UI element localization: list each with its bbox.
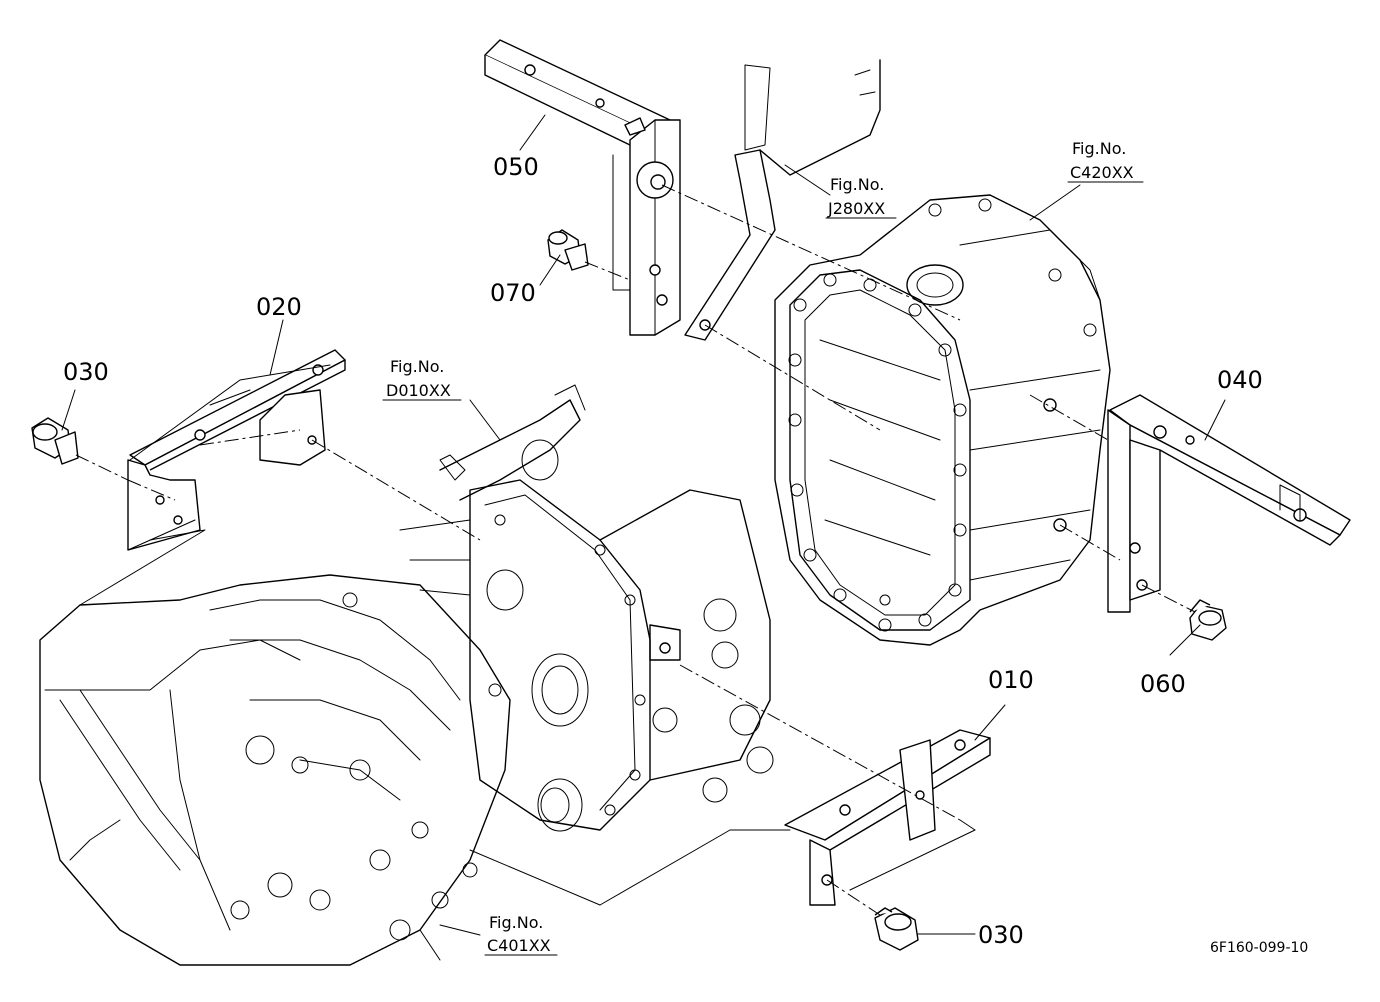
figref-c420-code: C420XX	[1070, 163, 1134, 182]
callout-020: 020	[256, 293, 302, 321]
callout-030-left: 030	[63, 358, 109, 386]
bracket-020	[127, 349, 346, 551]
callout-060: 060	[1140, 670, 1186, 698]
callout-040: 040	[1217, 366, 1263, 394]
transmission-case-front	[39, 574, 511, 966]
figref-j280-code: J280XX	[827, 199, 885, 218]
bracket-040	[1107, 394, 1351, 613]
drawing-code: 6F160-099-10	[1210, 940, 1308, 956]
bolt-030-bottom	[874, 907, 919, 951]
assembly-centerlines	[75, 184, 1196, 916]
callout-070: 070	[490, 279, 536, 307]
figref-c420-label: Fig.No.	[1072, 139, 1126, 158]
callout-030-bottom: 030	[978, 921, 1024, 949]
figref-c401-code: C401XX	[487, 936, 551, 955]
bracket-050	[484, 39, 681, 336]
bracket-010	[784, 729, 991, 906]
figref-d010-label: Fig.No.	[390, 357, 444, 376]
lever-bracket-reference	[684, 59, 881, 341]
transmission-case-middle	[399, 384, 774, 832]
figref-d010-code: D010XX	[386, 381, 451, 400]
figref-j280-label: Fig.No.	[830, 175, 884, 194]
bolt-060	[1189, 599, 1227, 641]
bolt-030-left	[31, 417, 79, 465]
callout-010: 010	[988, 666, 1034, 694]
callout-050: 050	[493, 153, 539, 181]
figref-c401-label: Fig.No.	[489, 913, 543, 932]
transmission-case-rear	[774, 194, 1111, 646]
bolt-070	[547, 229, 589, 271]
leader-lines	[61, 114, 1226, 956]
